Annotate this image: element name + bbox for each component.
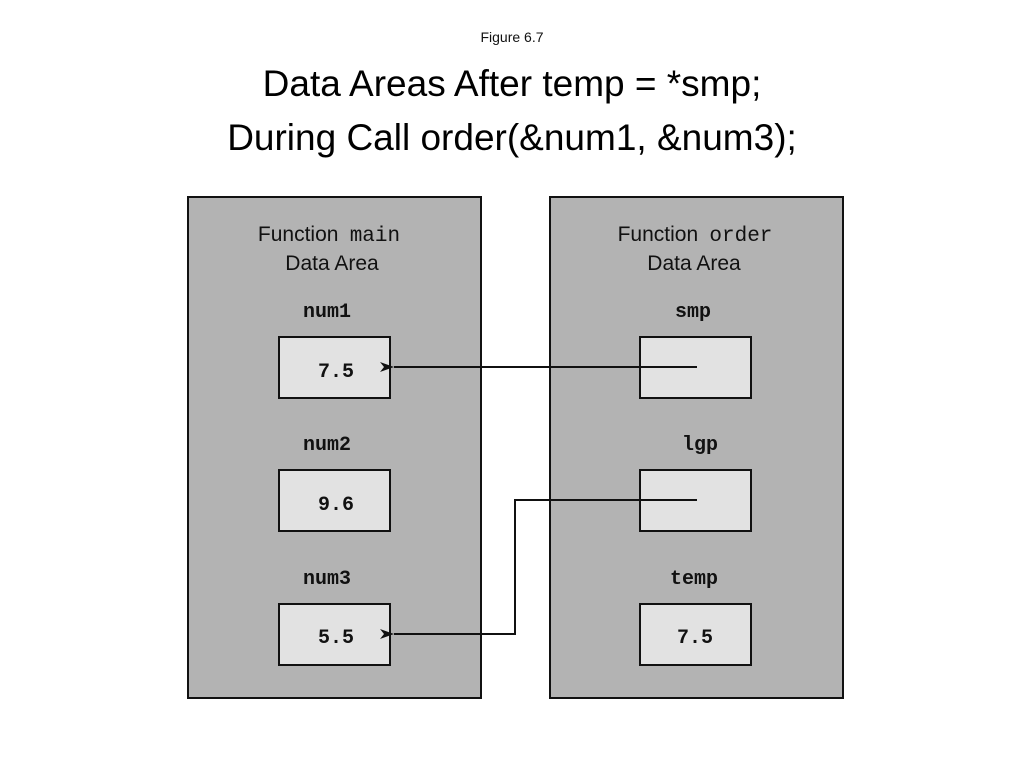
main-heading: Function main bbox=[258, 222, 400, 248]
var-name-temp: temp bbox=[670, 568, 718, 591]
var-name-num2: num2 bbox=[303, 434, 351, 457]
title-line-2: During Call order(&num1, &num3); bbox=[227, 117, 797, 158]
figure-label: Figure 6.7 bbox=[480, 29, 544, 45]
var-value-temp: 7.5 bbox=[677, 627, 713, 650]
var-cell-num3 bbox=[278, 603, 391, 666]
main-data-area: Function main Data Area num1 7.5 num2 9.… bbox=[187, 196, 482, 699]
var-cell-num2 bbox=[278, 469, 391, 532]
var-cell-num1 bbox=[278, 336, 391, 399]
var-value-num3: 5.5 bbox=[318, 627, 354, 650]
var-value-num1: 7.5 bbox=[318, 361, 354, 384]
main-heading-code: main bbox=[350, 225, 400, 248]
order-heading: Function order bbox=[618, 222, 773, 248]
order-data-area: Function order Data Area smp lgp temp 7.… bbox=[549, 196, 844, 699]
title-line-1: Data Areas After temp = *smp; bbox=[262, 63, 762, 104]
order-heading-prefix: Function bbox=[618, 223, 699, 246]
main-heading-line2: Data Area bbox=[285, 252, 379, 275]
main-heading-prefix: Function bbox=[258, 223, 339, 246]
var-name-lgp: lgp bbox=[682, 434, 718, 457]
order-heading-code: order bbox=[709, 225, 772, 248]
pointer-arrow-lgp-to-num3 bbox=[380, 499, 697, 639]
var-value-num2: 9.6 bbox=[318, 494, 354, 517]
var-name-num3: num3 bbox=[303, 568, 351, 591]
var-name-num1: num1 bbox=[303, 301, 351, 324]
var-name-smp: smp bbox=[675, 301, 711, 324]
order-heading-line2: Data Area bbox=[647, 252, 741, 275]
var-cell-temp bbox=[639, 603, 752, 666]
